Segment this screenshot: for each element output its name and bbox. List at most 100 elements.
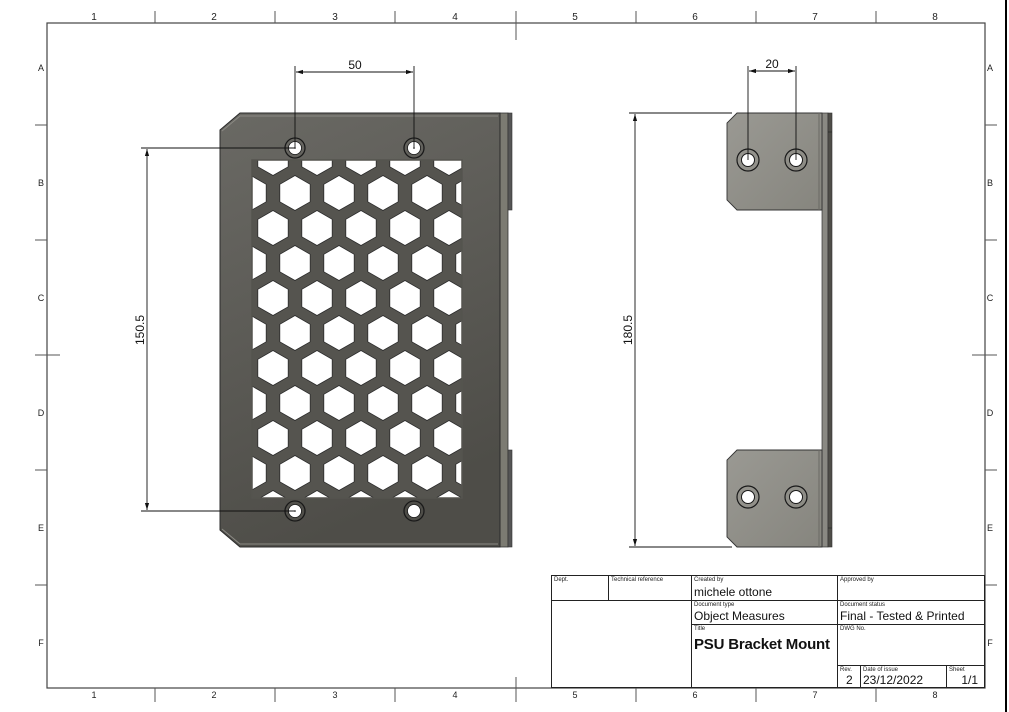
column-label: 5 bbox=[572, 12, 578, 23]
hex-hole bbox=[323, 175, 355, 211]
column-label: 4 bbox=[452, 12, 458, 23]
row-label: D bbox=[987, 408, 994, 418]
column-label: 2 bbox=[211, 12, 217, 23]
column-label: 7 bbox=[812, 690, 817, 700]
hex-hole bbox=[345, 350, 377, 386]
document-type-cell: Document type Object Measures bbox=[692, 601, 838, 625]
row-label: C bbox=[38, 293, 45, 303]
hex-vent-pattern bbox=[252, 141, 574, 561]
hex-hole bbox=[301, 420, 333, 456]
hex-hole bbox=[455, 320, 462, 346]
hex-hole bbox=[252, 315, 267, 351]
column-label: 4 bbox=[452, 690, 457, 700]
revision-cell: Rev. 2 bbox=[838, 666, 861, 688]
column-label: 5 bbox=[572, 690, 577, 700]
column-label: 1 bbox=[91, 690, 96, 700]
hex-hole bbox=[411, 315, 443, 351]
dimension-label: 150.5 bbox=[133, 315, 147, 345]
dimension-20 bbox=[747, 66, 797, 160]
document-status-cell: Document status Final - Tested & Printed bbox=[838, 601, 984, 625]
column-label: 6 bbox=[692, 690, 697, 700]
hole-icon bbox=[784, 485, 808, 509]
row-label: B bbox=[987, 178, 993, 188]
blank-cell bbox=[552, 601, 692, 688]
hole-icon bbox=[736, 485, 760, 509]
hex-hole bbox=[301, 280, 333, 316]
dimension-label: 50 bbox=[348, 58, 362, 72]
hex-hole bbox=[544, 246, 574, 281]
plate-flange bbox=[499, 112, 509, 548]
row-label: E bbox=[987, 523, 993, 533]
hex-hole bbox=[544, 316, 574, 351]
column-label: 2 bbox=[211, 690, 216, 700]
hex-hole bbox=[411, 385, 443, 421]
created-by-cell: Created by michele ottone bbox=[692, 576, 838, 601]
created-by-value: michele ottone bbox=[694, 585, 773, 599]
hex-hole bbox=[301, 210, 333, 246]
row-label: C bbox=[987, 293, 994, 303]
title-cell: Title PSU Bracket Mount bbox=[692, 625, 838, 688]
dimension-150-5 bbox=[141, 147, 295, 512]
bottom-tab bbox=[726, 449, 823, 548]
hex-hole bbox=[301, 350, 333, 386]
hex-hole bbox=[301, 160, 333, 176]
window-edge bbox=[1005, 0, 1007, 712]
hex-hole bbox=[455, 180, 462, 206]
hex-hole bbox=[433, 280, 462, 316]
hex-hole bbox=[279, 455, 311, 491]
hex-hole bbox=[433, 350, 462, 386]
hex-hole bbox=[544, 456, 574, 491]
top-tab bbox=[726, 112, 823, 211]
front-view: 50 150.5 bbox=[133, 58, 574, 561]
hex-hole bbox=[389, 350, 421, 386]
hex-hole bbox=[411, 245, 443, 281]
hex-hole bbox=[257, 160, 289, 176]
dimension-label: 20 bbox=[765, 57, 779, 71]
column-label: 6 bbox=[692, 12, 698, 23]
hex-hole bbox=[279, 315, 311, 351]
side-view: 20 180.5 bbox=[621, 57, 833, 548]
hex-hole bbox=[252, 245, 267, 281]
hex-hole bbox=[367, 315, 399, 351]
drawing-title: PSU Bracket Mount bbox=[694, 636, 830, 653]
hex-hole bbox=[433, 210, 462, 246]
hex-hole bbox=[345, 280, 377, 316]
sheet-value: 1/1 bbox=[961, 673, 978, 687]
hex-hole bbox=[323, 245, 355, 281]
row-label: B bbox=[38, 178, 44, 188]
row-label: A bbox=[987, 63, 993, 73]
hex-hole bbox=[522, 141, 552, 176]
hex-hole bbox=[391, 490, 419, 498]
title-block: Dept. Technical reference Created by mic… bbox=[551, 575, 985, 688]
hex-hole bbox=[544, 526, 574, 561]
row-label: F bbox=[987, 638, 993, 648]
dept-cell: Dept. bbox=[552, 576, 609, 601]
hex-hole bbox=[279, 175, 311, 211]
dwg-no-cell: DWG No. bbox=[838, 625, 984, 666]
document-type-value: Object Measures bbox=[694, 609, 785, 623]
technical-reference-cell: Technical reference bbox=[609, 576, 692, 601]
hex-hole bbox=[279, 385, 311, 421]
approved-by-cell: Approved by bbox=[838, 576, 984, 601]
hole-icon bbox=[403, 500, 425, 522]
dimension-50 bbox=[294, 66, 415, 148]
column-label: 8 bbox=[932, 12, 938, 23]
drawing-frame: 1 2 3 4 5 6 7 8 1 2 3 4 5 6 7 8 A B C D … bbox=[35, 11, 997, 702]
hex-hole bbox=[389, 280, 421, 316]
hex-hole bbox=[345, 420, 377, 456]
hex-hole bbox=[252, 175, 267, 211]
hex-hole bbox=[367, 175, 399, 211]
hex-hole bbox=[522, 281, 552, 316]
hex-hole bbox=[522, 351, 552, 386]
hex-hole bbox=[544, 386, 574, 421]
hex-hole bbox=[303, 490, 331, 498]
hex-hole bbox=[259, 490, 287, 498]
hex-hole bbox=[257, 210, 289, 246]
row-label: F bbox=[38, 638, 44, 648]
hex-hole bbox=[367, 245, 399, 281]
hex-hole bbox=[411, 455, 443, 491]
hex-hole bbox=[544, 176, 574, 211]
hex-hole bbox=[345, 160, 377, 176]
hex-hole bbox=[389, 160, 421, 176]
hex-hole bbox=[455, 390, 462, 416]
